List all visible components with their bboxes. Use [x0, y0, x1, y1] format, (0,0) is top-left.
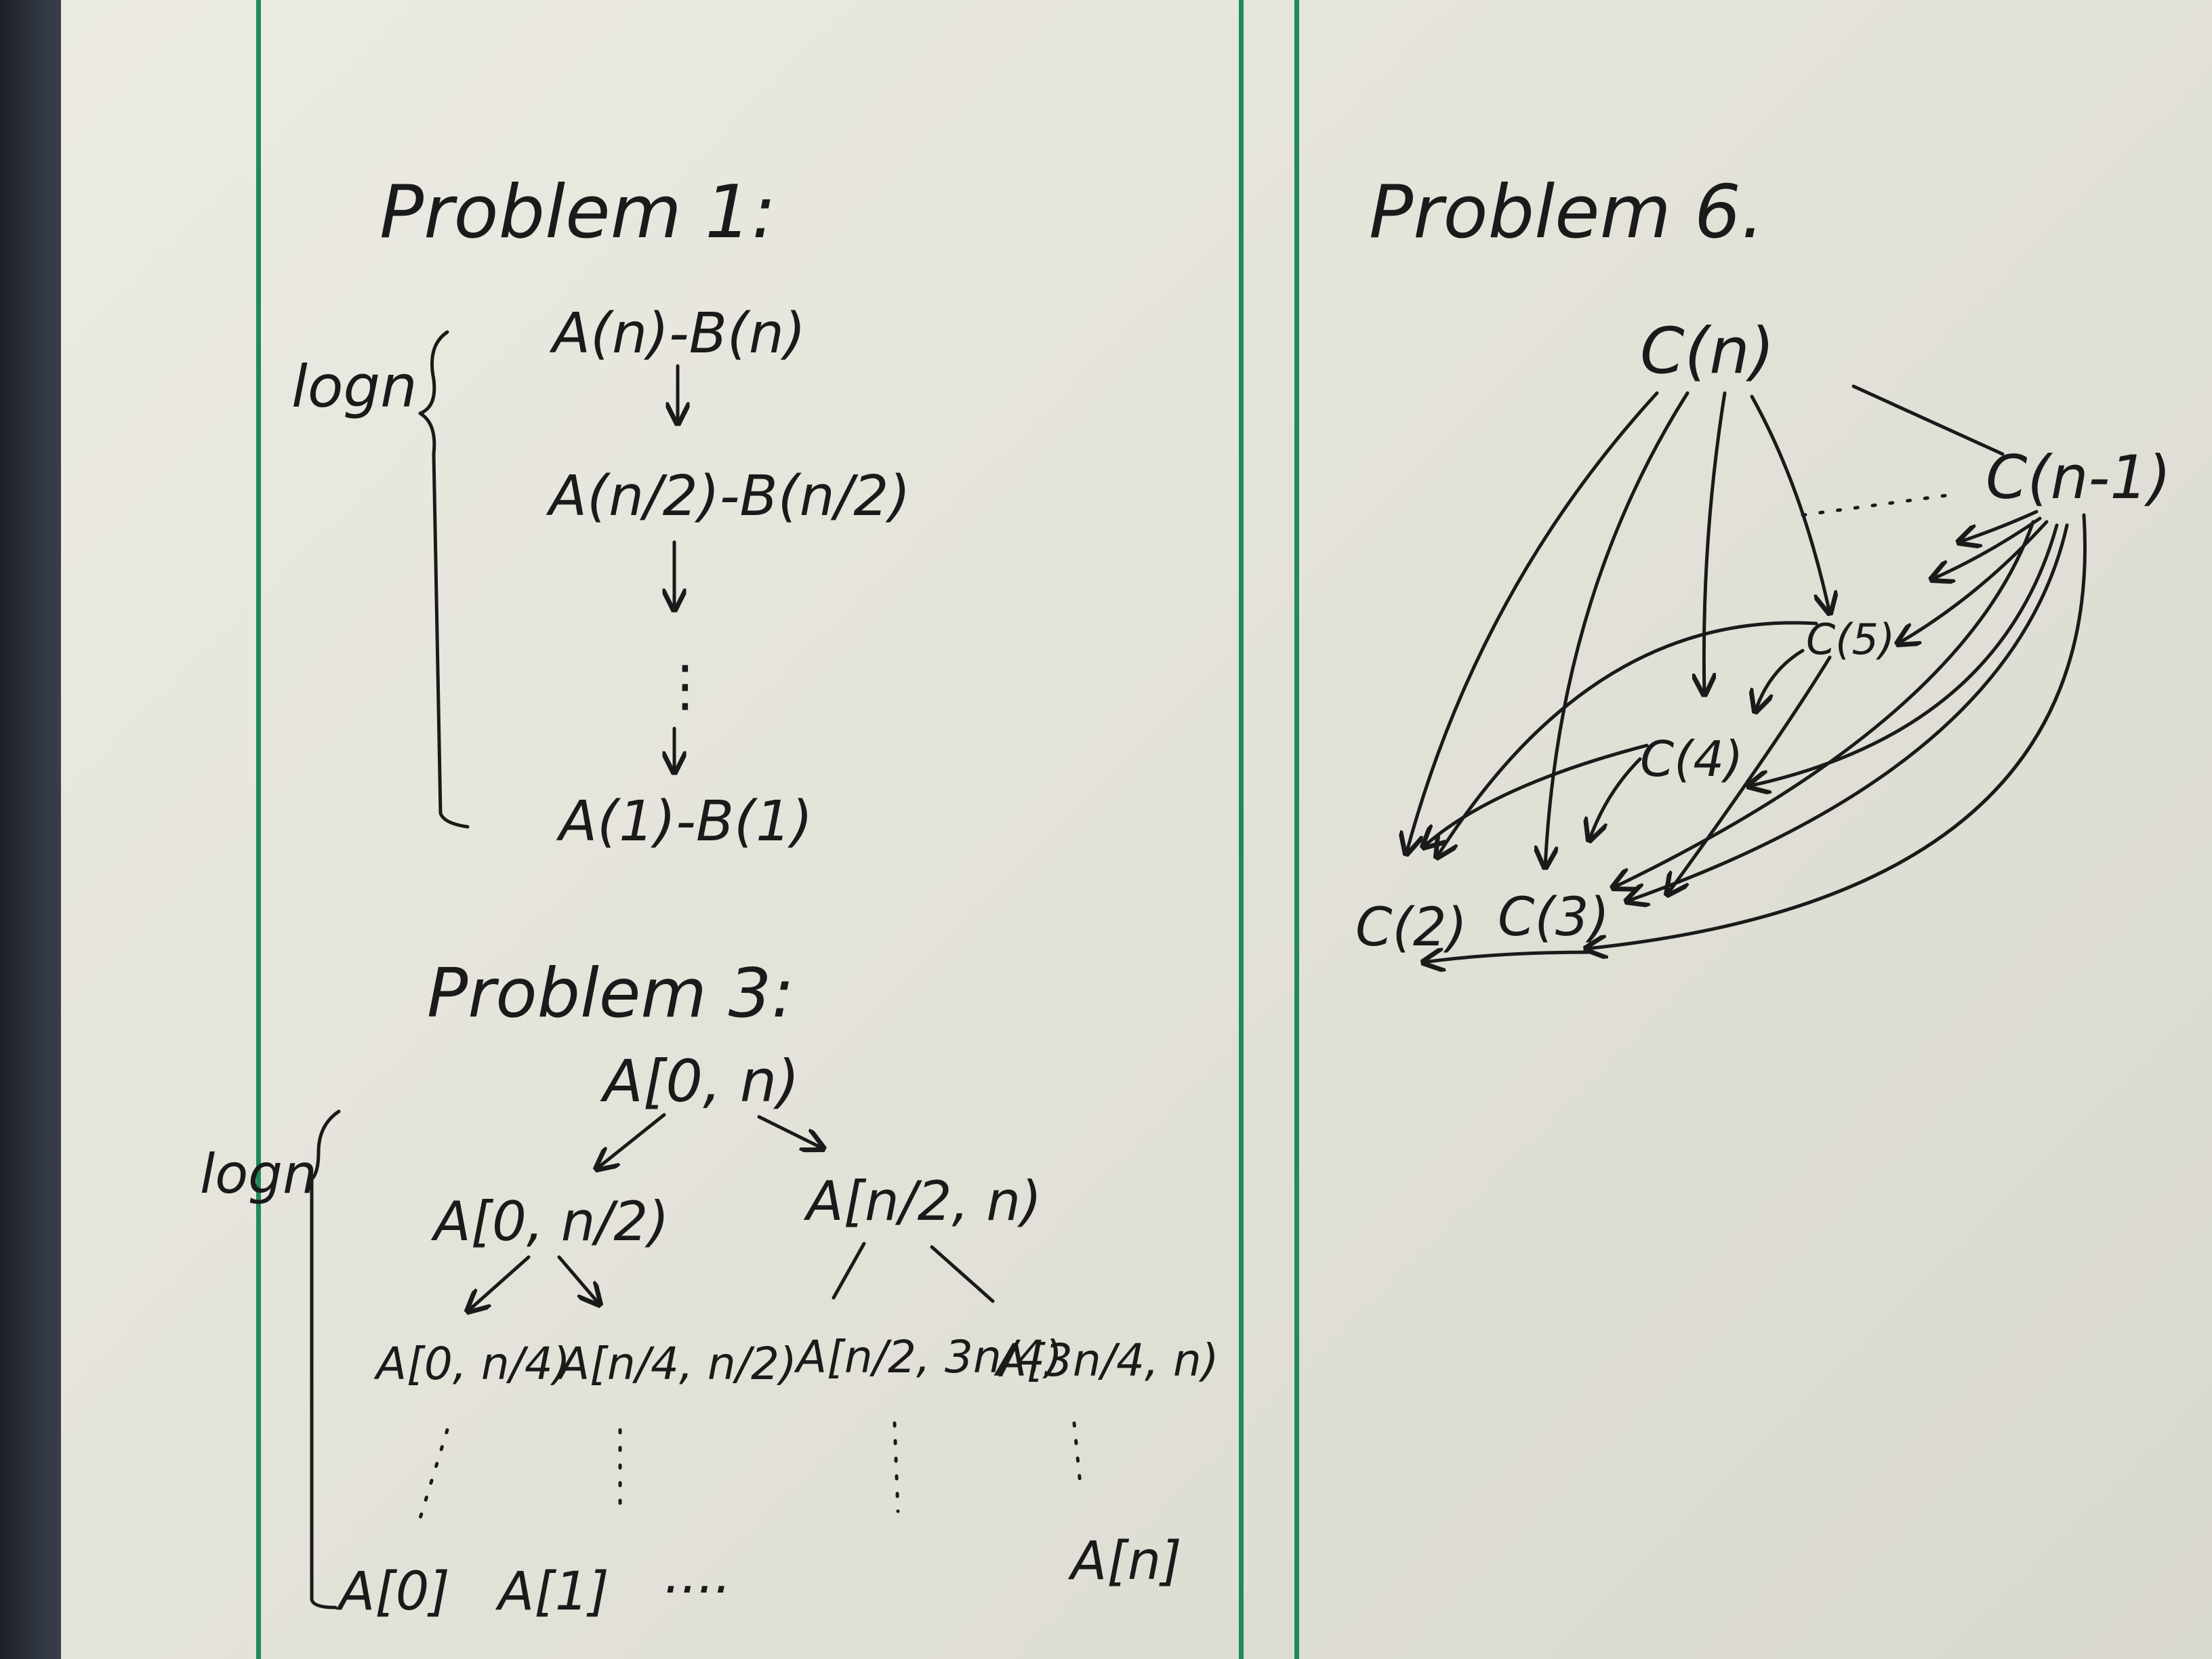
- problem3-node-ll: A[0, n/4): [373, 1338, 571, 1390]
- edge-c4-c3: [1589, 757, 1642, 840]
- problem1-step-vdots: ⋮: [657, 654, 713, 718]
- node-cn-minus-1: C(n-1): [1986, 443, 2171, 512]
- problem1-section: Problem 1: logn A(n)-B(n) A(n/2)-B(n/2) …: [291, 170, 910, 854]
- problem3-leaf-1: A[1]: [495, 1561, 609, 1622]
- problem6-title: Problem 6.: [1369, 170, 1764, 255]
- problem1-step-2: A(n/2)-B(n/2): [546, 464, 910, 529]
- node-c5: C(5): [1806, 615, 1895, 664]
- problem3-arrow-l-lr: [557, 1255, 600, 1305]
- edge-c5-c3: [1667, 655, 1832, 895]
- edge-cn-c2: [1406, 391, 1659, 854]
- problem3-arrow-root-left: [596, 1113, 666, 1169]
- problem3-leaf-n: A[n]: [1067, 1531, 1182, 1592]
- problem3-dots-3: [893, 1421, 900, 1513]
- edge-cn-c5: [1750, 394, 1830, 613]
- problem3-arrow-root-right: [757, 1115, 823, 1149]
- problem6-section: Problem 6. C(n) C(n-1) C(5) C: [1355, 170, 2171, 962]
- problem3-edge-r-rl: [832, 1242, 866, 1300]
- problem3-node-right: A[n/2, n): [803, 1170, 1042, 1233]
- edge-cn1-c3: [1626, 523, 2069, 901]
- edge-c3-c2: [1423, 952, 1595, 962]
- problem3-leaf-0: A[0]: [335, 1561, 450, 1622]
- problem3-dots-4: [1072, 1421, 1083, 1493]
- edge-dots: [1801, 493, 1954, 517]
- edge-cn-c4: [1704, 391, 1727, 695]
- problem1-brace: [418, 330, 470, 829]
- edge-cn1-b: [1931, 516, 2042, 579]
- node-cn: C(n): [1640, 314, 1775, 388]
- problem3-section: Problem 3: logn A[0, n) A[0, n/2) A[n/2,…: [200, 954, 1219, 1622]
- edge-cn1-a: [1959, 510, 2039, 542]
- problem3-node-rr: A[3n/4, n): [994, 1334, 1219, 1387]
- node-c2: C(2): [1355, 897, 1467, 958]
- edge-c5-c4: [1755, 649, 1805, 712]
- edge-c4-c2: [1423, 743, 1649, 847]
- problem3-brace: [310, 1109, 341, 1610]
- problem1-brace-label: logn: [291, 353, 417, 421]
- margin-rule-center-2: [1294, 0, 1299, 1659]
- edge-cn1-c5: [1898, 520, 2049, 644]
- problem3-root: A[0, n): [600, 1048, 800, 1115]
- problem3-node-lr: A[n/4, n/2): [556, 1338, 797, 1390]
- problem3-title: Problem 3:: [427, 954, 794, 1033]
- edge-c5-c2: [1437, 621, 1818, 857]
- edge-cn1-x: [1586, 513, 2087, 949]
- problem3-brace-label: logn: [200, 1143, 317, 1206]
- margin-rule-left: [256, 0, 261, 1659]
- problem3-leaf-dots: ....: [664, 1544, 731, 1605]
- edge-cn-c3: [1545, 391, 1689, 867]
- problem3-node-rl: A[n/2, 3n/4): [794, 1331, 1063, 1383]
- problem3-edge-r-rr: [930, 1245, 995, 1303]
- problem3-dots-1: [418, 1428, 449, 1520]
- node-c3: C(3): [1498, 887, 1610, 948]
- edge-cn1-c3b: [1613, 520, 2035, 888]
- problem1-title: Problem 1:: [380, 170, 776, 255]
- problem3-arrow-l-ll: [468, 1255, 531, 1311]
- problem1-step-last: A(1)-B(1): [556, 790, 813, 854]
- problem3-node-left: A[0, n/2): [430, 1190, 669, 1253]
- node-c4: C(4): [1640, 731, 1743, 787]
- edge-cn1-c4: [1748, 523, 2059, 786]
- problem6-edges: [1406, 384, 2087, 962]
- notebook-page: [61, 0, 2212, 1659]
- edge-cn-cn1: [1851, 384, 2005, 456]
- problem1-step-1: A(n)-B(n): [549, 302, 806, 366]
- margin-rule-center-1: [1239, 0, 1244, 1659]
